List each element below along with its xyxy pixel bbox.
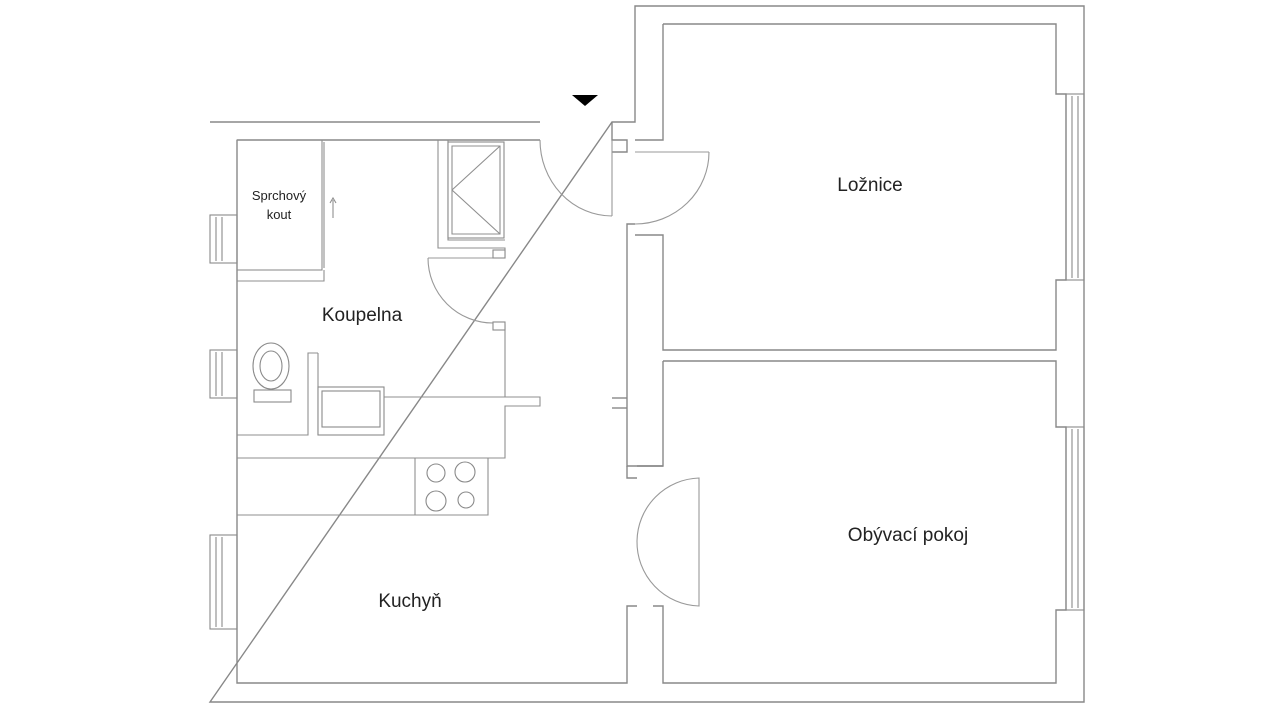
outer-walls	[208, 5, 1085, 703]
window-kitchen	[209, 534, 238, 630]
window-shower	[209, 214, 238, 264]
washer-unit	[447, 141, 505, 239]
stove	[425, 461, 476, 512]
shower-enclosure	[236, 139, 323, 271]
label-kuchyn: Kuchyň	[378, 591, 441, 612]
toilet	[252, 342, 292, 403]
window-bathroom	[209, 349, 238, 399]
entrance-triangle-icon	[572, 95, 598, 106]
entrance-door	[539, 139, 613, 217]
fixtures	[252, 95, 598, 512]
arrow-up-icon	[329, 196, 337, 218]
doors	[427, 139, 710, 607]
bathroom-door	[427, 249, 506, 331]
label-obyvaci-pokoj: Obývací pokoj	[848, 525, 968, 546]
label-loznice: Ložnice	[837, 175, 903, 196]
label-sprchovy-kout-line1: Sprchový	[252, 188, 307, 203]
label-sprchovy-kout-line2: kout	[267, 207, 292, 222]
bedroom-door	[634, 151, 710, 225]
window-bedroom	[1065, 93, 1085, 281]
bathtub	[317, 386, 385, 436]
windows	[209, 93, 1085, 630]
window-living-room	[1065, 426, 1085, 611]
label-koupelna: Koupelna	[322, 305, 403, 326]
living-room-door	[636, 477, 700, 607]
room-labels: Ložnice Obývací pokoj Koupelna Kuchyň Sp…	[252, 175, 968, 612]
